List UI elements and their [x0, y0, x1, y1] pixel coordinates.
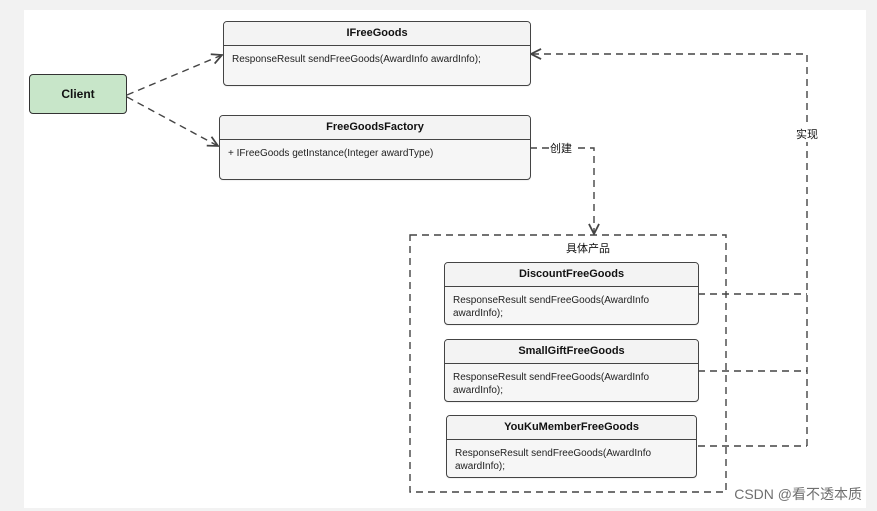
create-label: 创建 [549, 140, 573, 156]
youku-method-line-2: awardInfo); [455, 461, 506, 472]
small-gift-free-goods: SmallGiftFreeGoods ResponseResult sendFr… [444, 339, 699, 402]
discount-method-line-1: ResponseResult sendFreeGoods(AwardInfo [453, 295, 650, 306]
ifreegoods-method: ResponseResult sendFreeGoods(AwardInfo a… [232, 54, 481, 65]
youku-member-free-goods-title: YouKuMemberFreeGoods [447, 416, 696, 440]
factory-create-arrow [530, 147, 594, 234]
discount-method-line-2: awardInfo); [453, 308, 504, 319]
concrete-products-group [409, 234, 727, 493]
implements-interface-arrow [531, 54, 808, 446]
csdn-watermark: CSDN @看不透本质 [734, 486, 862, 502]
freegoods-factory-method: + IFreeGoods getInstance(Integer awardTy… [228, 148, 434, 159]
discount-free-goods: DiscountFreeGoods ResponseResult sendFre… [444, 262, 699, 325]
freegoods-factory: FreeGoodsFactory + IFreeGoods getInstanc… [219, 115, 531, 180]
youku-member-free-goods-method: ResponseResult sendFreeGoods(AwardInfo a… [447, 440, 696, 473]
ifreegoods-interface: IFreeGoods ResponseResult sendFreeGoods(… [223, 21, 531, 86]
client-node: Client [29, 74, 127, 114]
small-gift-free-goods-title: SmallGiftFreeGoods [445, 340, 698, 364]
freegoods-factory-title: FreeGoodsFactory [220, 116, 530, 140]
implement-label: 实现 [795, 126, 819, 142]
small-gift-method-line-1: ResponseResult sendFreeGoods(AwardInfo [453, 372, 650, 383]
client-label: Client [61, 87, 95, 101]
concrete-products-label: 具体产品 [566, 243, 610, 255]
small-gift-free-goods-method: ResponseResult sendFreeGoods(AwardInfo a… [445, 364, 698, 397]
discount-free-goods-method: ResponseResult sendFreeGoods(AwardInfo a… [445, 287, 698, 320]
discount-free-goods-title: DiscountFreeGoods [445, 263, 698, 287]
client-to-factory-arrow [126, 96, 218, 146]
small-gift-method-line-2: awardInfo); [453, 385, 504, 396]
client-to-interface-arrow [126, 55, 222, 96]
youku-method-line-1: ResponseResult sendFreeGoods(AwardInfo [455, 448, 652, 459]
youku-member-free-goods: YouKuMemberFreeGoods ResponseResult send… [446, 415, 697, 478]
ifreegoods-title: IFreeGoods [224, 22, 530, 46]
